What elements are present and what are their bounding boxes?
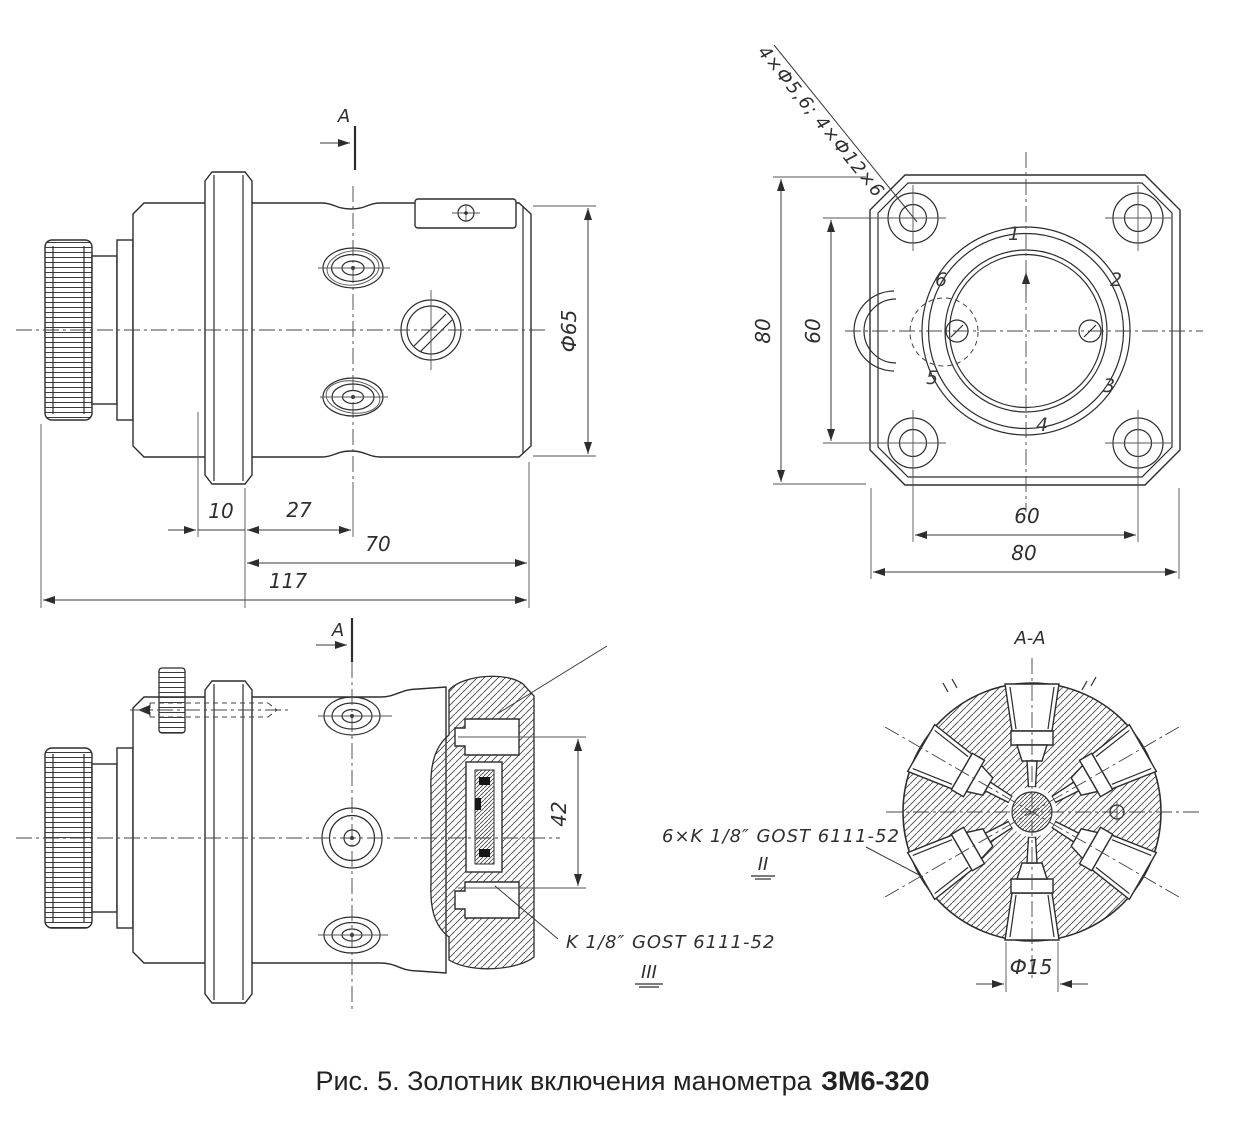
dim-label-10: 10: [208, 499, 233, 523]
leader-bottom-plug: [494, 885, 559, 940]
position-5: 5: [926, 367, 938, 389]
dim-label-117: 117: [269, 569, 307, 593]
mounting-holes: [880, 185, 1171, 476]
tab-screw-icon: [452, 204, 480, 222]
position-1: 1: [1008, 223, 1020, 245]
hidden-screw: [130, 702, 292, 718]
flange-dims: 80 60 60 80: [751, 176, 1180, 579]
surface-mark-II: II: [758, 854, 769, 875]
dim-label-h80: 80: [751, 318, 775, 343]
dim-dia65: Ф65: [533, 205, 596, 457]
figure-caption: Рис. 5. Золотник включения манометра ЗМ6-…: [0, 1066, 1245, 1097]
position-2: 2: [1110, 269, 1122, 291]
section-label-a-2: A: [331, 620, 344, 641]
leader-top-plug: [496, 645, 608, 715]
position-3: 3: [1103, 375, 1115, 397]
dim-label-dia15: Ф15: [1010, 955, 1053, 979]
knurled-locknut: [158, 667, 186, 734]
seal-middle: [475, 798, 481, 810]
dim-dia15: Ф15: [976, 942, 1088, 992]
detent-hidden-circle: [909, 297, 979, 367]
view-side-top: A Ф65 10 27 70 117: [16, 106, 596, 608]
caption-model: ЗМ6-320: [821, 1066, 930, 1096]
section-aa-title: А-А: [1013, 628, 1045, 649]
holes-note: 4×Ф5,6; 4×Ф12×6: [753, 42, 888, 202]
view-flange: 1 2 3 4 5 6 4×Ф5,6; 4×Ф12×6 80 60 60: [751, 42, 1203, 579]
dim-label-h60: 60: [801, 318, 825, 343]
dim-label-w80: 80: [1011, 541, 1036, 565]
dim-label-42: 42: [547, 801, 571, 826]
view-section-aa: А-А: [662, 628, 1200, 992]
plug-bottom: [454, 881, 520, 919]
dim-label-w60: 60: [1014, 504, 1039, 528]
hex-flange: [204, 171, 253, 485]
hex-flange-2: [204, 680, 253, 1004]
flange-plate: [869, 174, 1181, 486]
dims-lengths: 10 27 70 117: [40, 412, 530, 608]
surface-mark-III: III: [641, 962, 657, 983]
dim-label-70: 70: [365, 532, 390, 556]
seal-bottom: [479, 849, 490, 857]
caption-text: Рис. 5. Золотник включения манометра: [315, 1066, 812, 1096]
dim-label-dia65: Ф65: [557, 310, 581, 353]
section-mark-a-top: A: [320, 106, 357, 170]
position-6: 6: [935, 269, 947, 291]
dim-42: 42: [458, 736, 586, 889]
datum-symbol: [1109, 801, 1125, 823]
spool-rod: [474, 769, 495, 865]
section-label-a: A: [337, 106, 350, 127]
seal-top: [479, 777, 490, 785]
holes-note-leader: [773, 44, 918, 223]
view-side-section: A 42 K 1/8″ GOST 6111-52 III: [16, 618, 775, 1010]
ports-thread-note: 6×K 1/8″ GOST 6111-52: [662, 826, 900, 847]
section-mark-a-bottom: A: [316, 618, 354, 662]
dim-label-27: 27: [286, 498, 312, 522]
top-tabs: [942, 676, 1097, 693]
leader-ports-note: [865, 846, 924, 878]
thread-note: K 1/8″ GOST 6111-52: [566, 932, 775, 953]
position-4: 4: [1036, 414, 1048, 436]
